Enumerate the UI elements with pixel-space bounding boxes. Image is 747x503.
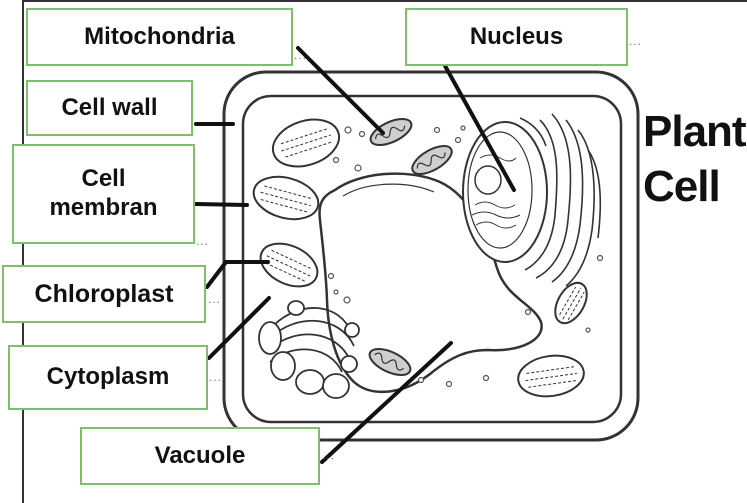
label-cell-wall-text: Cell wall [61,94,157,123]
pointer-cell-membrane [196,204,247,205]
label-cell-membrane-text-2: membran [49,194,157,223]
label-chloroplast-text: Chloroplast [35,279,174,309]
diagram-title: Plant Cell [643,104,746,214]
label-nucleus: Nucleus [405,8,628,66]
label-cytoplasm-text: Cytoplasm [47,363,170,392]
answer-dots-nucleus: ... [629,34,642,48]
diagram-title-line-1: Plant [643,104,746,159]
answer-dots-vacuole: ... [322,448,335,462]
label-cell-membrane-text-1: Cell [81,165,125,194]
answer-dots-mitochondria: ... [294,48,307,62]
label-vacuole: Vacuole [80,427,320,485]
label-mitochondria-text: Mitochondria [84,23,235,52]
label-cell-membrane: Cell membran [12,144,195,244]
label-nucleus-text: Nucleus [470,23,563,52]
label-cell-wall: Cell wall [26,80,193,136]
label-cytoplasm: Cytoplasm [8,345,208,410]
answer-dots-cell-membrane: ... [196,234,209,248]
nucleus-shape [463,122,547,262]
answer-dots-cytoplasm: ... [209,370,222,384]
label-chloroplast: Chloroplast [2,265,206,323]
label-mitochondria: Mitochondria [26,8,293,66]
label-vacuole-text: Vacuole [155,442,246,471]
diagram-title-line-2: Cell [643,159,746,214]
answer-dots-chloroplast: ... [208,292,221,306]
